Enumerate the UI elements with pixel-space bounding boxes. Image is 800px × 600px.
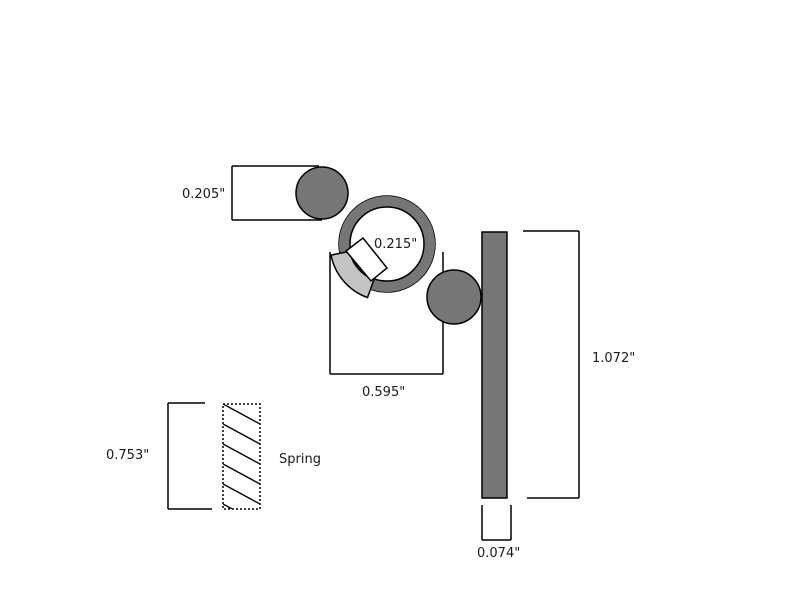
spring-height-bracket	[167, 402, 212, 510]
vertical-bar	[481, 231, 508, 499]
top-ball-dimension-bracket	[231, 165, 322, 221]
spring	[222, 403, 261, 510]
ring-body	[339, 196, 435, 292]
ring-sleeve-segment	[330, 250, 375, 299]
bar-width-bracket	[481, 505, 512, 541]
block-width-dimension-label: 0.595"	[362, 385, 406, 400]
bar-width-dimension-label: 0.074"	[477, 546, 521, 561]
top-ball	[295, 166, 349, 220]
top-ball-dimension-label: 0.205"	[182, 187, 226, 202]
right-ball	[426, 269, 482, 325]
ring-tab	[344, 236, 389, 283]
spring-label: Spring	[279, 452, 321, 467]
bar-height-bracket	[523, 230, 580, 499]
bar-height-dimension-label: 1.072"	[592, 351, 636, 366]
ring-inner-dimension-label: 0.215"	[374, 237, 418, 252]
spring-height-dimension-label: 0.753"	[106, 448, 150, 463]
